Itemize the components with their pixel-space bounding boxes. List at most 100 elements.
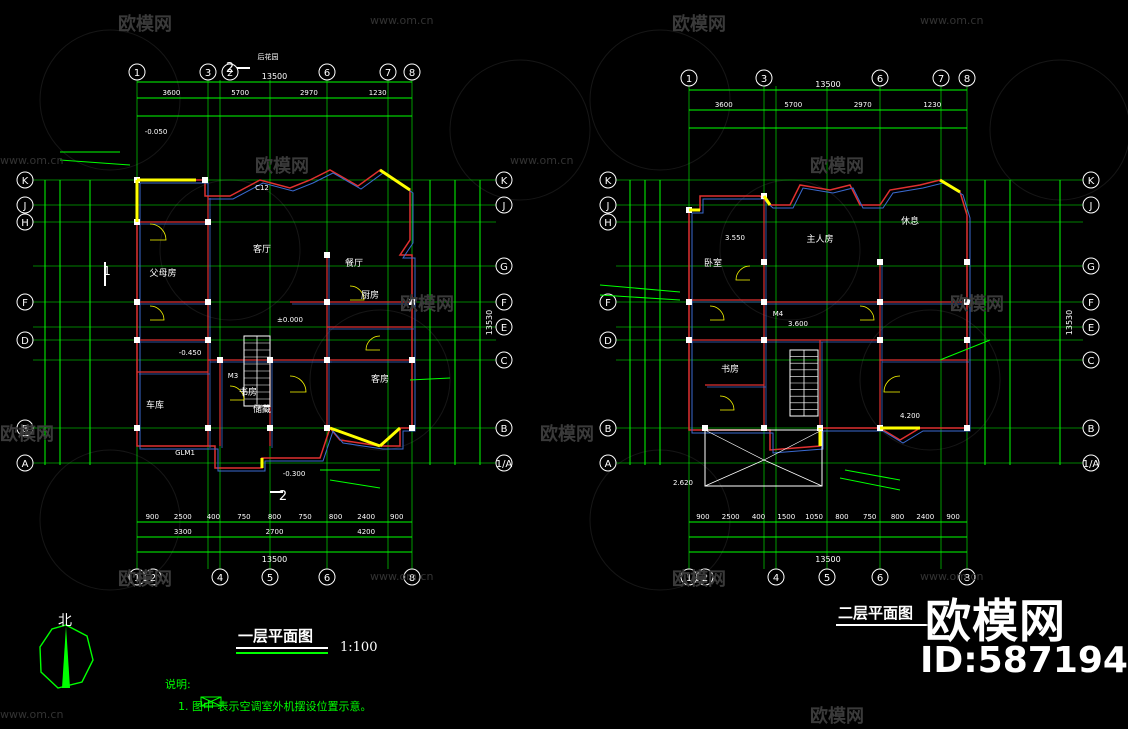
window-highlight <box>329 426 381 448</box>
watermark-ornament <box>159 179 301 321</box>
left-axis-bubble-label: B <box>605 424 612 435</box>
structural-column <box>409 357 415 363</box>
right-axis-bubble-label: G <box>1087 262 1095 273</box>
annotation-leader <box>839 477 901 491</box>
overall-dimension: 13500 <box>262 555 287 564</box>
left-axis-bubble-label: B <box>22 424 29 435</box>
top-dimension: 5700 <box>231 89 249 97</box>
plan2-title-underline <box>836 624 928 626</box>
north-arrow-pointer <box>62 626 70 688</box>
left-axis-bubble-circle <box>16 454 34 472</box>
right-axis-bubble-circle <box>495 318 513 336</box>
bottom-axis-bubble-label: 5 <box>267 573 273 584</box>
elevation-label: 2.620 <box>673 479 693 487</box>
overall-dimension: 13500 <box>262 72 287 81</box>
right-axis-bubble-label: J <box>502 201 506 212</box>
north-label: 北 <box>58 613 72 629</box>
bottom-axis-bubble-label: 8 <box>964 573 970 584</box>
bottom-dimension: 750 <box>298 513 311 521</box>
structural-column <box>267 425 273 431</box>
top-dimension: 2970 <box>854 101 872 109</box>
side-dimension: 13530 <box>485 310 494 335</box>
room-label: 客厅 <box>253 243 271 255</box>
elevation-label: -0.050 <box>145 128 168 136</box>
left-axis-bubble-circle <box>599 171 617 189</box>
room-label: 书房 <box>239 386 257 398</box>
structural-column <box>761 337 767 343</box>
top-axis-bubble-label: 6 <box>877 74 883 85</box>
roof-hip-line <box>763 429 823 461</box>
top-dimension: 1230 <box>369 89 387 97</box>
top-axis-bubble-circle <box>680 69 698 87</box>
watermark-ornament <box>719 179 861 321</box>
top-dimension: 3600 <box>715 101 733 109</box>
structural-column <box>205 299 211 305</box>
structural-column <box>324 425 330 431</box>
roof-outline <box>704 429 823 487</box>
right-axis-bubble-label: E <box>501 323 507 334</box>
right-axis-bubble-circle <box>1082 171 1100 189</box>
watermark-brand: 欧模网 <box>0 424 54 445</box>
section-mark-label: 2 <box>226 61 234 76</box>
watermark-site: www.om.cn <box>920 14 984 27</box>
window-highlight <box>762 195 772 206</box>
bottom-dimension: 3300 <box>174 528 192 536</box>
bottom-dimension: 1050 <box>805 513 823 521</box>
right-axis-bubble-circle <box>1082 257 1100 275</box>
left-axis-bubble-circle <box>599 213 617 231</box>
right-axis-bubble-circle <box>1082 351 1100 369</box>
room-label: 车库 <box>146 399 164 411</box>
structural-column <box>686 337 692 343</box>
bottom-dimension: 2500 <box>174 513 192 521</box>
right-axis-bubble-circle <box>1082 196 1100 214</box>
door-swing <box>709 305 725 321</box>
bottom-dimension: 900 <box>390 513 403 521</box>
left-axis-bubble-circle <box>16 196 34 214</box>
bottom-dimension: 750 <box>863 513 876 521</box>
bottom-axis-bubble-circle <box>144 568 162 586</box>
door-swing <box>149 305 165 321</box>
bottom-dimension: 800 <box>268 513 281 521</box>
bottom-axis-bubble-circle <box>211 568 229 586</box>
structural-column <box>205 425 211 431</box>
ac-unit-symbol-diagonal <box>200 696 222 707</box>
right-axis-bubble-label: C <box>1088 356 1095 367</box>
top-dimension: 5700 <box>784 101 802 109</box>
window-highlight <box>939 178 961 194</box>
bottom-axis-bubble-label: 5 <box>824 573 830 584</box>
bottom-dimension: 2400 <box>357 513 375 521</box>
watermark-site: www.om.cn <box>510 154 574 167</box>
bottom-dimension: 4200 <box>357 528 375 536</box>
room-label: 书房 <box>721 363 739 375</box>
left-axis-bubble-label: F <box>22 298 28 309</box>
elevation-label: ±0.000 <box>277 316 303 324</box>
room-label: 餐厅 <box>345 257 363 269</box>
watermark-ornament <box>449 59 591 201</box>
structural-column <box>324 299 330 305</box>
section-mark-label: 2 <box>279 489 287 504</box>
right-axis-bubble-label: 1/A <box>1083 459 1100 470</box>
roof-hip-line <box>704 429 765 461</box>
structural-column <box>964 425 970 431</box>
left-axis-bubble-label: H <box>604 218 612 229</box>
elevation-label: 后花园 <box>258 52 279 61</box>
elevation-label: 4.200 <box>900 412 920 420</box>
watermark-ornament <box>39 29 181 171</box>
bottom-axis-bubble-label: 2 <box>150 573 156 584</box>
bottom-dimension: 400 <box>752 513 765 521</box>
annotation-leader <box>844 469 901 481</box>
left-axis-bubble-circle <box>16 171 34 189</box>
right-axis-bubble-circle <box>495 293 513 311</box>
structural-column <box>134 337 140 343</box>
bottom-axis-bubble-circle <box>871 568 889 586</box>
structural-column <box>877 299 883 305</box>
left-axis-bubble-circle <box>599 331 617 349</box>
right-axis-bubble-label: F <box>1088 298 1094 309</box>
watermark-ornament <box>859 309 1001 451</box>
structural-column <box>702 425 708 431</box>
plan1-title-underline <box>236 647 328 649</box>
door-swing <box>859 305 875 321</box>
watermark-brand: 欧模网 <box>118 14 172 35</box>
top-axis-bubble-circle <box>958 69 976 87</box>
